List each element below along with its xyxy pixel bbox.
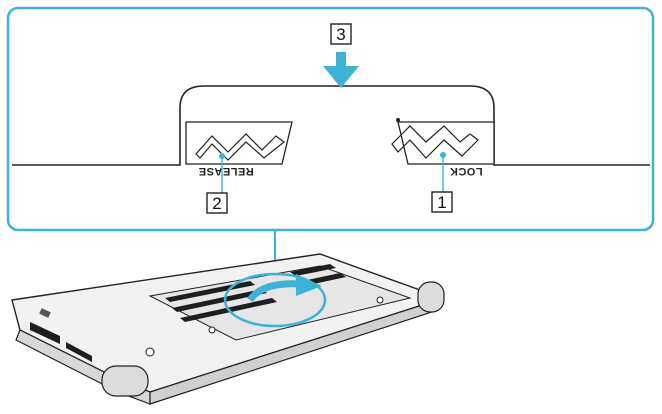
callout-3: 3 [330,23,352,45]
callout-1: 1 [431,191,453,213]
latch-highlight [223,272,327,328]
lock-latch: LOCK [391,118,495,193]
down-arrow-icon [323,52,359,88]
lock-latch-grip-icon [391,125,479,159]
battery-bay-outline [12,85,650,166]
callout-2: 2 [206,192,228,214]
lock-label: LOCK [449,165,482,177]
laptop-bottom-view [11,253,445,405]
curved-rotate-arrow-icon [247,274,322,303]
detail-frame [6,6,655,232]
callout-2-label: 2 [212,194,221,213]
release-label: RELEASE [198,165,253,177]
release-latch-grip-icon [195,133,285,161]
release-latch: RELEASE [185,121,293,194]
callout-3-label: 3 [336,25,345,44]
callout-1-label: 1 [437,193,446,212]
